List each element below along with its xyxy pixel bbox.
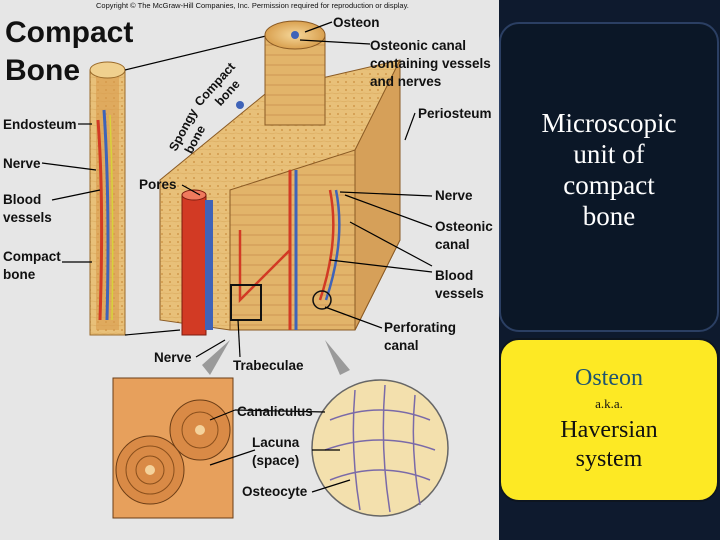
label-perforating-canal-line1: Perforating — [384, 320, 456, 335]
bone-block-illustration — [159, 20, 401, 336]
long-bone-illustration — [89, 61, 126, 336]
label-compact-bone-left-line1: Compact — [3, 249, 61, 264]
label-perforating-canal-line2: canal — [384, 338, 419, 353]
label-osteocyte: Osteocyte — [242, 484, 308, 499]
label-blood-vessels-right-line2: vessels — [435, 286, 484, 301]
label-pores: Pores — [139, 177, 177, 192]
label-lacuna-line1: Lacuna — [252, 435, 300, 450]
definition-line-1: Microscopic — [541, 108, 677, 138]
copyright-notice: Copyright © The McGraw-Hill Companies, I… — [96, 1, 409, 10]
zoom-arrow-left — [202, 340, 230, 375]
zoom-arrow-right — [325, 340, 350, 375]
definition-line-2: unit of — [573, 139, 645, 169]
definition-card: Microscopic unit of compact bone — [499, 22, 719, 332]
term-card: Osteon a.k.a. Haversian system — [499, 338, 719, 502]
label-lacuna-line2: (space) — [252, 453, 299, 468]
term-alt-line-1: Haversian — [560, 417, 658, 443]
label-osteonic-canal-right-line2: canal — [435, 237, 470, 252]
osteon-cross-section — [112, 377, 234, 519]
term-aka: a.k.a. — [595, 396, 623, 411]
definition-line-4: bone — [582, 201, 636, 231]
label-compact-bone-left-line2: bone — [3, 267, 36, 282]
label-osteonic-canal-line1: Osteonic canal — [370, 38, 466, 53]
label-endosteum: Endosteum — [3, 117, 77, 132]
label-periosteum: Periosteum — [418, 106, 492, 121]
label-blood-vessels-left-line1: Blood — [3, 192, 41, 207]
label-osteonic-canal-line3: and nerves — [370, 74, 441, 89]
label-osteonic-canal-right-line1: Osteonic — [435, 219, 493, 234]
label-osteonic-canal-line2: containing vessels — [370, 56, 491, 71]
label-nerve-bottom: Nerve — [154, 350, 192, 365]
lacunae-magnified — [311, 379, 449, 517]
label-blood-vessels-right-line1: Blood — [435, 268, 473, 283]
label-trabeculae: Trabeculae — [233, 358, 304, 373]
diagram-title-line1: Compact — [5, 16, 133, 49]
label-osteon: Osteon — [333, 15, 380, 30]
label-nerve-left: Nerve — [3, 156, 41, 171]
pointer-lines — [41, 21, 433, 493]
definition-line-3: compact — [563, 170, 655, 200]
label-canaliculus: Canaliculus — [237, 404, 313, 419]
term-osteon: Osteon — [575, 365, 643, 391]
label-nerve-right: Nerve — [435, 188, 473, 203]
label-blood-vessels-left-line2: vessels — [3, 210, 52, 225]
term-alt-line-2: system — [575, 446, 643, 472]
diagram-title-line2: Bone — [5, 54, 80, 87]
